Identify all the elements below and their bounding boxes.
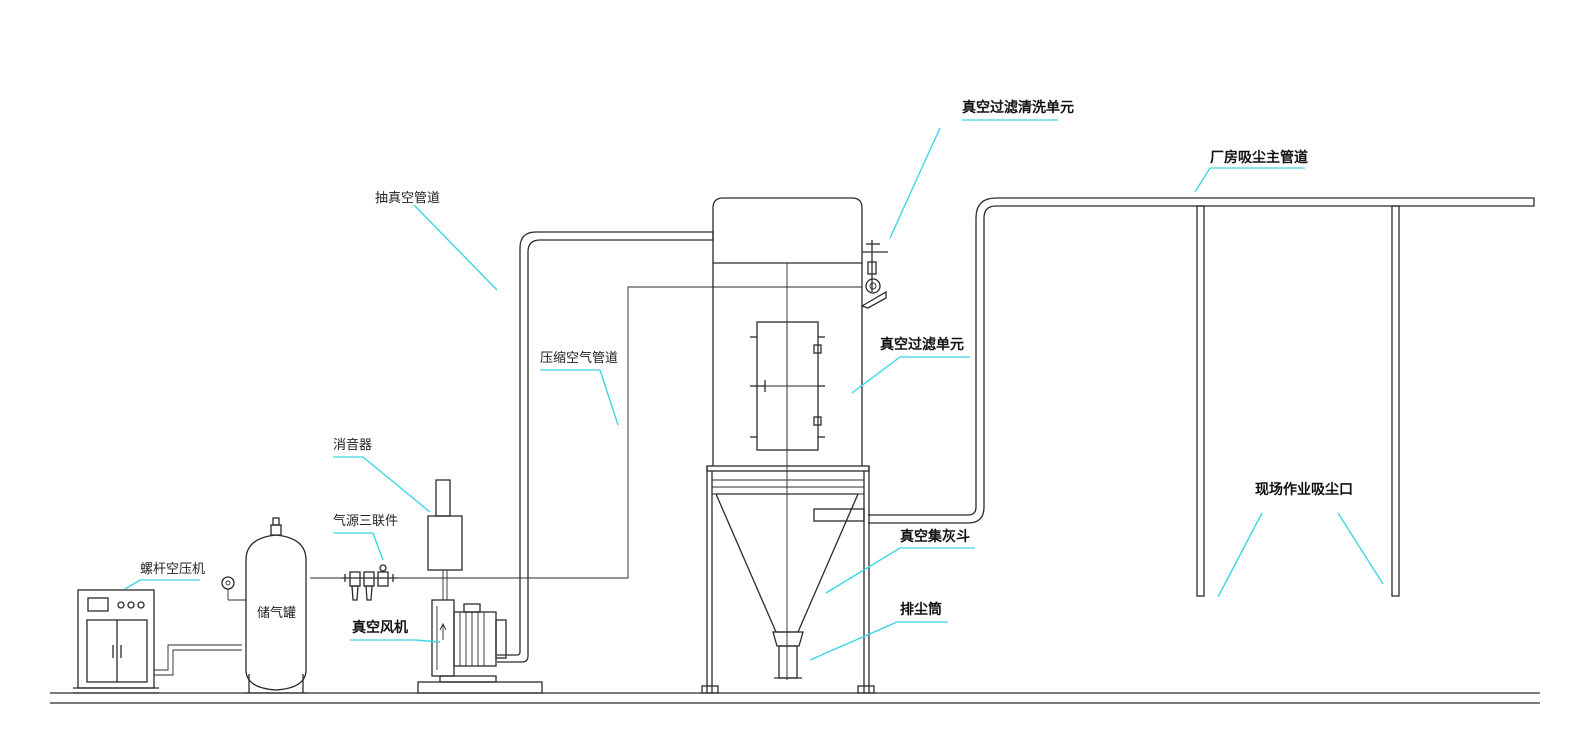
label-air-source-triple: 气源三联件 (333, 513, 398, 529)
label-vacuum-pipe: 抽真空管道 (375, 191, 440, 206)
label-silencer: 消音器 (333, 437, 372, 453)
site-suction-drop-right (1391, 205, 1400, 597)
label-site-suction-port: 现场作业吸尘口 (1255, 481, 1353, 498)
label-vacuum-dust-hopper: 真空集灰斗 (900, 528, 970, 545)
dust-hopper (715, 493, 865, 633)
support-frame (701, 465, 875, 694)
label-air-tank: 储气罐 (257, 605, 296, 621)
ground-line (50, 692, 1540, 704)
air-source-triple-unit (342, 564, 398, 601)
silencer (427, 479, 463, 600)
air-storage-tank (221, 517, 308, 694)
vacuum-pipe (497, 231, 714, 663)
label-vacuum-filter-unit: 真空过滤单元 (880, 336, 964, 353)
dust-discharge-tube (772, 631, 804, 679)
plant-main-duct (868, 197, 1535, 524)
vacuum-blower (417, 599, 543, 694)
compressor-tank-pipe (154, 644, 242, 676)
vacuum-filter-cabinet (712, 197, 863, 680)
leader-lines (124, 119, 1384, 661)
label-dust-discharge-tube: 排尘筒 (900, 601, 942, 618)
label-compressed-air-pipe: 压缩空气管道 (540, 350, 618, 366)
compressed-air-pipe (310, 286, 862, 579)
pulse-valve (860, 240, 888, 309)
label-screw-compressor: 螺杆空压机 (140, 562, 205, 577)
label-plant-main-duct: 厂房吸尘主管道 (1210, 149, 1308, 166)
screw-air-compressor (73, 589, 159, 694)
label-vacuum-blower: 真空风机 (352, 619, 408, 636)
site-suction-drop-left (1196, 205, 1205, 597)
label-vacuum-filter-clean-unit: 真空过滤清洗单元 (962, 99, 1074, 116)
